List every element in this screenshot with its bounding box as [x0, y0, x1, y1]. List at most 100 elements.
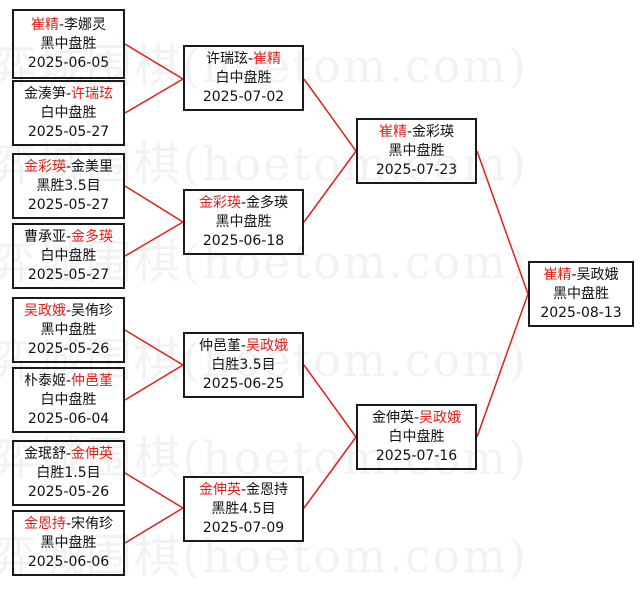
player-2: 吴侑珍 [71, 302, 114, 319]
match-date: 2025-06-06 [27, 553, 110, 570]
player-1: 金伸英 [198, 481, 241, 498]
match-box-round3: 金伸英-吴政娥 白中盘胜 2025-07-16 [356, 404, 477, 470]
match-box-final: 崔精-吴政娥 黑中盘胜 2025-08-13 [528, 261, 634, 327]
match-result: 白中盘胜 [388, 428, 445, 445]
player-1: 崔精 [30, 16, 59, 33]
match-box-round1: 金彩瑛-金美里 黑胜3.5目 2025-05-27 [12, 153, 125, 219]
match-date: 2025-05-26 [27, 340, 110, 357]
match-result: 白胜1.5目 [36, 464, 101, 481]
match-players: 金伸英-金恩持 [198, 481, 289, 498]
match-date: 2025-06-05 [27, 54, 110, 71]
player-1: 崔精 [543, 266, 572, 283]
player-2: 吴政娥 [419, 409, 462, 426]
match-box-round1: 崔精-李娜灵 黑中盘胜 2025-06-05 [12, 9, 125, 79]
player-2: 金美里 [71, 158, 114, 175]
connector-line [124, 364, 184, 401]
match-players: 吴政娥-吴侑珍 [23, 302, 114, 319]
player-1: 仲邑堇 [198, 337, 241, 354]
connector-line [124, 78, 184, 114]
player-1: 金湊笋 [23, 85, 66, 102]
player-1: 金彩瑛 [198, 194, 241, 211]
player-1: 崔精 [378, 123, 407, 140]
player-1: 曹承亚 [23, 228, 66, 245]
player-1: 朴泰姬 [23, 372, 66, 389]
player-2: 金多瑛 [246, 194, 289, 211]
match-players: 仲邑堇-吴政娥 [198, 337, 289, 354]
match-result: 白中盘胜 [40, 104, 97, 121]
player-2: 金多瑛 [71, 228, 114, 245]
match-result: 白中盘胜 [40, 391, 97, 408]
player-2: 许瑞玹 [71, 85, 114, 102]
match-result: 黑中盘胜 [388, 142, 445, 159]
connector-line [124, 185, 184, 223]
match-box-round1: 朴泰姬-仲邑堇 白中盘胜 2025-06-04 [12, 367, 125, 433]
match-box-round1: 曹承亚-金多瑛 白中盘胜 2025-05-27 [12, 223, 125, 289]
match-date: 2025-05-26 [27, 483, 110, 500]
player-2: 李娜灵 [64, 16, 107, 33]
match-box-round1: 金珉舒-金伸英 白胜1.5目 2025-05-26 [12, 440, 125, 506]
match-box-round2: 金彩瑛-金多瑛 黑中盘胜 2025-06-18 [183, 189, 304, 255]
match-date: 2025-06-18 [202, 232, 285, 249]
match-date: 2025-05-27 [27, 196, 110, 213]
match-box-round2: 金伸英-金恩持 黑胜4.5目 2025-07-09 [183, 476, 304, 542]
player-2: 宋侑珍 [71, 515, 114, 532]
match-players: 朴泰姬-仲邑堇 [23, 372, 114, 389]
match-date: 2025-07-23 [375, 161, 458, 178]
match-players: 金湊笋-许瑞玹 [23, 85, 114, 102]
match-result: 黑胜4.5目 [211, 500, 276, 517]
match-box-round1: 金恩持-宋侑珍 黑中盘胜 2025-06-06 [12, 510, 125, 576]
match-result: 黑中盘胜 [215, 213, 272, 230]
match-result: 黑中盘胜 [40, 534, 97, 551]
player-1: 金彩瑛 [23, 158, 66, 175]
player-1: 吴政娥 [23, 302, 66, 319]
match-date: 2025-06-04 [27, 410, 110, 427]
player-2: 金彩瑛 [412, 123, 455, 140]
player-1: 金恩持 [23, 515, 66, 532]
match-result: 白胜3.5目 [211, 356, 276, 373]
match-result: 白中盘胜 [40, 247, 97, 264]
connector-line [124, 43, 184, 80]
match-date: 2025-05-27 [27, 123, 110, 140]
match-players: 金珉舒-金伸英 [23, 445, 114, 462]
match-players: 金彩瑛-金美里 [23, 158, 114, 175]
match-result: 白中盘胜 [215, 69, 272, 86]
connector-line [124, 221, 184, 257]
match-players: 金伸英-吴政娥 [371, 409, 462, 426]
connector-line [303, 436, 357, 509]
connector-line [124, 329, 184, 366]
match-players: 许瑞玹-崔精 [205, 50, 282, 67]
player-2: 崔精 [253, 50, 282, 67]
player-2: 金恩持 [246, 481, 289, 498]
connector-line [124, 507, 184, 544]
match-date: 2025-07-02 [202, 88, 285, 105]
match-date: 2025-05-27 [27, 266, 110, 283]
match-date: 2025-07-09 [202, 519, 285, 536]
match-players: 金彩瑛-金多瑛 [198, 194, 289, 211]
match-date: 2025-06-25 [202, 375, 285, 392]
match-result: 黑胜3.5目 [36, 177, 101, 194]
match-players: 金恩持-宋侑珍 [23, 515, 114, 532]
player-2: 金伸英 [71, 445, 114, 462]
match-result: 黑中盘胜 [553, 285, 609, 302]
player-1: 金珉舒 [23, 445, 66, 462]
match-players: 曹承亚-金多瑛 [23, 228, 114, 245]
match-players: 崔精-金彩瑛 [378, 123, 455, 140]
connector-line [303, 78, 357, 152]
match-box-round3: 崔精-金彩瑛 黑中盘胜 2025-07-23 [356, 118, 477, 184]
player-2: 仲邑堇 [71, 372, 114, 389]
match-box-round1: 吴政娥-吴侑珍 黑中盘胜 2025-05-26 [12, 297, 125, 363]
match-result: 黑中盘胜 [40, 321, 97, 338]
match-box-round2: 许瑞玹-崔精 白中盘胜 2025-07-02 [183, 45, 304, 111]
match-date: 2025-07-16 [375, 447, 458, 464]
match-players: 崔精-吴政娥 [543, 266, 619, 283]
match-date: 2025-08-13 [540, 304, 622, 321]
player-2: 吴政娥 [246, 337, 289, 354]
match-result: 黑中盘胜 [40, 35, 97, 52]
player-1: 许瑞玹 [205, 50, 248, 67]
player-1: 金伸英 [371, 409, 414, 426]
connector-line [124, 472, 184, 509]
match-players: 崔精-李娜灵 [30, 16, 107, 33]
connector-line [476, 293, 529, 438]
